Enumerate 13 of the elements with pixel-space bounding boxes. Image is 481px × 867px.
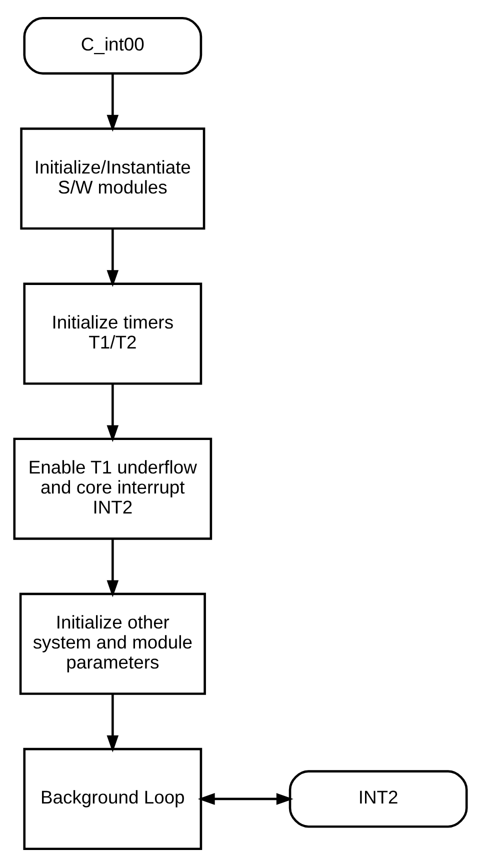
node-box: C_int00 bbox=[23, 16, 202, 75]
arrow bbox=[106, 538, 119, 598]
node-box: Background Loop bbox=[23, 748, 202, 850]
arrow bbox=[106, 74, 119, 132]
node-box: Initialize timers T1/T2 bbox=[23, 282, 202, 385]
arrow bbox=[198, 793, 294, 805]
node-box: Initialize/Instantiate S/W modules bbox=[20, 128, 206, 230]
arrow bbox=[106, 228, 119, 288]
node-box: Initialize other system and module parameters bbox=[19, 592, 206, 695]
node-box: Enable T1 underflow and core interrupt INT2 bbox=[13, 438, 212, 540]
arrow bbox=[106, 384, 119, 442]
node-box: INT2 bbox=[288, 770, 468, 828]
arrow bbox=[106, 694, 119, 752]
